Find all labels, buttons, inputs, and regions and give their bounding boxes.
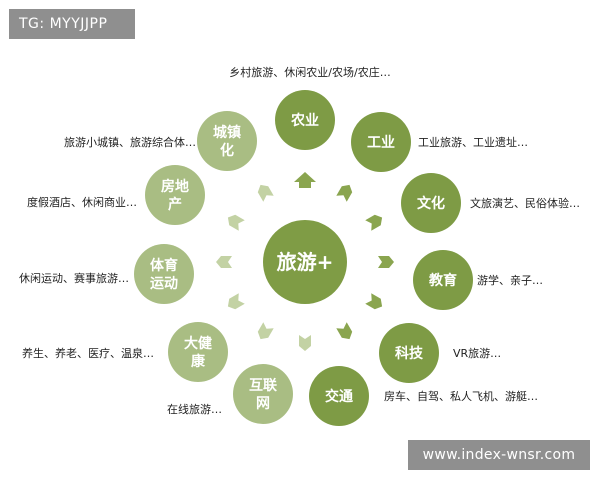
- node-description: VR旅游…: [453, 346, 501, 360]
- node-label: 科技: [395, 345, 424, 362]
- watermark-bottom: www.index-wnsr.com: [408, 440, 590, 470]
- arrow-icon: [257, 184, 274, 202]
- node-0: 农业: [275, 90, 335, 150]
- node-label: 工业: [367, 135, 395, 151]
- node-label: 运动: [150, 275, 178, 292]
- node-circle: [413, 250, 473, 310]
- node-circle: [134, 244, 194, 304]
- node-10: 城镇化: [197, 111, 257, 171]
- node-circle: [197, 111, 257, 171]
- node-circle: [379, 323, 439, 383]
- arrow-icon: [378, 256, 394, 268]
- node-circle: [351, 112, 411, 172]
- node-4: 科技: [379, 323, 439, 383]
- arrow-icon: [365, 293, 383, 310]
- node-label: 文化: [417, 195, 445, 212]
- node-2: 文化: [401, 173, 461, 233]
- arrow-icon: [299, 335, 311, 351]
- node-description: 养生、养老、医疗、温泉…: [22, 346, 154, 360]
- node-label: 互联: [249, 378, 278, 394]
- node-label: 房地: [161, 178, 189, 195]
- node-label: 化: [220, 142, 234, 159]
- description-labels: 乡村旅游、休闲农业/农场/农庄… 工业旅游、工业遗址… 文旅演艺、民俗体验… 游学、亲…: [19, 65, 580, 416]
- node-label: 体育: [150, 257, 178, 274]
- watermark-top: TG: MYYJJPP: [9, 9, 135, 39]
- node-label: 网: [256, 396, 270, 412]
- node-3: 教育: [413, 250, 473, 310]
- arrow-icon: [216, 256, 232, 268]
- arrow-icon: [227, 293, 245, 310]
- node-description: 房车、自驾、私人飞机、游艇…: [384, 389, 538, 403]
- node-9: 房地产: [145, 165, 205, 225]
- arrow-icon: [294, 172, 316, 188]
- center-label: 旅游+: [277, 250, 334, 274]
- node-label: 交通: [325, 388, 353, 405]
- node-description: 文旅演艺、民俗体验…: [470, 196, 580, 210]
- node-description: 旅游小城镇、旅游综合体…: [64, 135, 196, 149]
- node-circle: [309, 366, 369, 426]
- node-label: 大健: [184, 335, 212, 352]
- arrow-icon: [336, 184, 353, 202]
- node-description: 在线旅游…: [167, 402, 222, 416]
- node-label: 城镇: [213, 124, 241, 141]
- node-5: 交通: [309, 366, 369, 426]
- node-label: 康: [191, 353, 206, 370]
- node-label: 教育: [429, 272, 457, 289]
- node-circle: [145, 165, 205, 225]
- arrow-icon: [365, 214, 383, 231]
- node-label: 农业: [290, 112, 319, 129]
- node-description: 乡村旅游、休闲农业/农场/农庄…: [229, 65, 390, 79]
- node-circle: [233, 364, 293, 424]
- node-6: 互联网: [233, 364, 293, 424]
- node-description: 休闲运动、赛事旅游…: [19, 271, 129, 285]
- arrow-ring: [216, 172, 394, 351]
- node-description: 度假酒店、休闲商业…: [27, 195, 137, 209]
- arrow-icon: [227, 214, 245, 231]
- node-circle: [401, 173, 461, 233]
- center-node: 旅游+: [263, 220, 347, 304]
- arrow-icon: [257, 322, 274, 340]
- node-1: 工业: [351, 112, 411, 172]
- node-circle: [275, 90, 335, 150]
- node-7: 大健康: [168, 322, 228, 382]
- arrow-icon: [336, 322, 353, 340]
- node-label: 产: [168, 196, 182, 213]
- node-circle: [168, 322, 228, 382]
- node-description: 游学、亲子…: [477, 273, 543, 287]
- center-circle: [263, 220, 347, 304]
- node-description: 工业旅游、工业遗址…: [418, 135, 528, 149]
